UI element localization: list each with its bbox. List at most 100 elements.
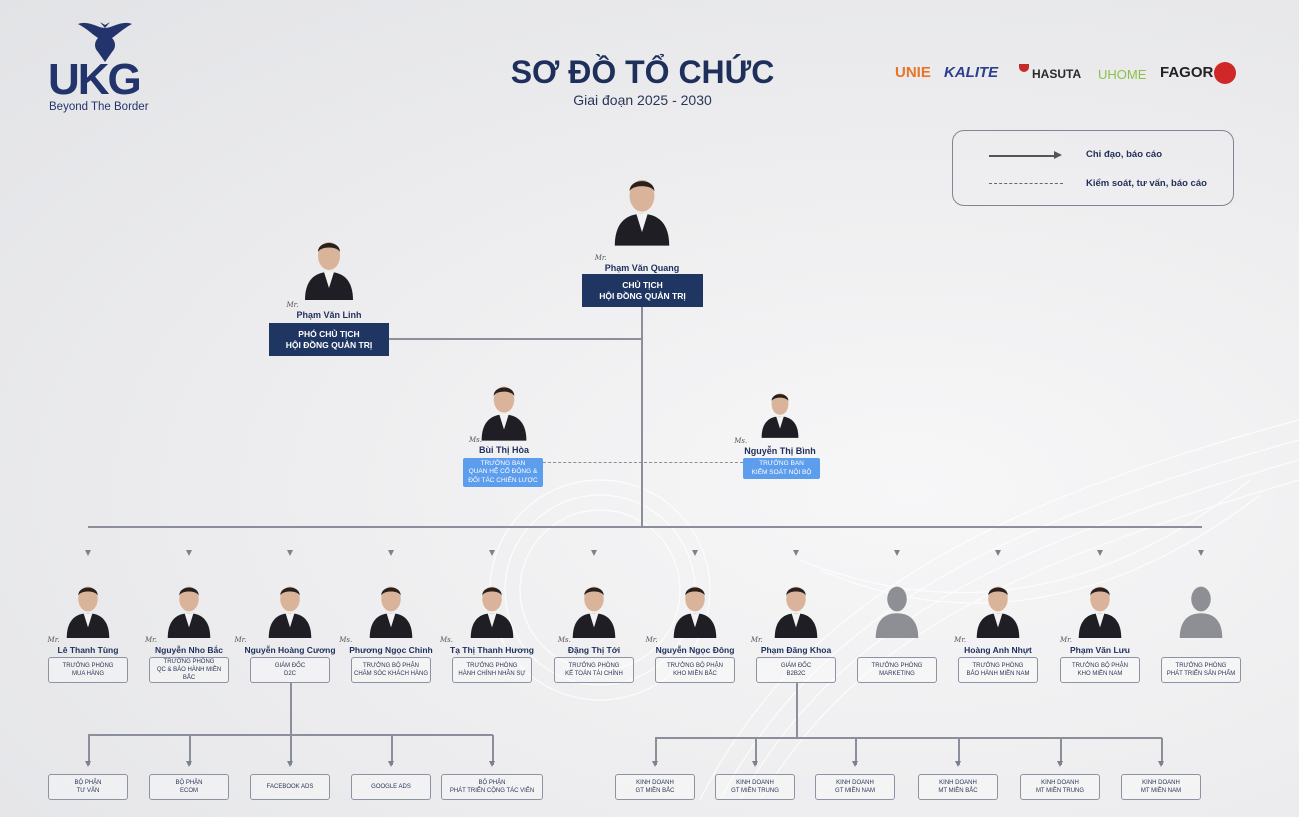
manager-honorific: Mr. xyxy=(47,636,60,644)
unit-connector xyxy=(1060,738,1062,765)
manager-photo xyxy=(1179,586,1223,638)
manager-honorific: Ms. xyxy=(339,636,353,644)
chairman-honorific: Mr. xyxy=(594,254,607,262)
unit-connector xyxy=(492,735,494,765)
manager-honorific: Mr. xyxy=(1060,636,1072,644)
unit-connector xyxy=(855,738,857,765)
d2c-connector xyxy=(290,682,292,735)
advisory-dashed-line xyxy=(543,462,743,463)
fagor-mark-icon xyxy=(1214,62,1236,84)
hasuta-mark-icon xyxy=(1019,64,1029,72)
manager-role-box: GIÁM ĐỐC D2C xyxy=(250,657,330,683)
d2c-unit-box: BỘ PHẬN PHÁT TRIỂN CỘNG TÁC VIÊN xyxy=(441,774,543,800)
arrow-down-icon xyxy=(489,550,495,556)
manager-photo xyxy=(1078,586,1122,638)
manager-photo xyxy=(572,586,616,638)
d2c-unit-box: BỘ PHẬN ECOM xyxy=(149,774,229,800)
arrow-down-icon xyxy=(692,550,698,556)
brand-logo-hasuta: HASUTA xyxy=(1032,67,1082,81)
arrow-down-icon xyxy=(955,761,961,767)
solid-arrow-line-icon xyxy=(989,155,1055,157)
manager-role-box: TRƯỞNG BỘ PHẬN KHO MIỀN NAM xyxy=(1060,657,1140,683)
arrowhead-icon xyxy=(1054,151,1062,159)
advisor-internal-control-role-box: TRƯỞNG BAN KIỂM SOÁT NỘI BỘ xyxy=(743,458,820,479)
b2b2c-unit-box: KINH DOANH MT MIỀN TRUNG xyxy=(1020,774,1100,800)
unit-connector xyxy=(958,738,960,765)
arrow-down-icon xyxy=(1158,761,1164,767)
manager-role-box: TRƯỞNG PHÒNG MUA HÀNG xyxy=(48,657,128,683)
arrow-down-icon xyxy=(1057,761,1063,767)
eagle-logo-icon xyxy=(78,22,132,62)
manager-role-box: GIÁM ĐỐC B2B2C xyxy=(756,657,836,683)
d2c-unit-box: GOOGLE ADS xyxy=(351,774,431,800)
unit-connector xyxy=(189,735,191,765)
unit-connector xyxy=(655,738,657,765)
chairman-photo xyxy=(614,179,670,246)
vice-chairman-role-box: PHÓ CHỦ TỊCH HỘI ĐỒNG QUẢN TRỊ xyxy=(269,323,389,356)
brand-logo-uhome: UHOME xyxy=(1098,67,1147,82)
arrow-down-icon xyxy=(852,761,858,767)
arrow-down-icon xyxy=(388,550,394,556)
legend-dashed-label: Kiểm soát, tư vấn, báo cáo xyxy=(1086,178,1207,189)
arrow-down-icon xyxy=(591,550,597,556)
manager-photo xyxy=(673,586,717,638)
manager-honorific: Mr. xyxy=(234,636,247,644)
legend: Chỉ đạo, báo cáo Kiểm soát, tư vấn, báo … xyxy=(952,130,1234,206)
arrow-down-icon xyxy=(186,761,192,767)
page-title: SƠ ĐỒ TỔ CHỨC xyxy=(510,54,775,90)
advisor2-photo xyxy=(761,393,799,438)
unit-connector xyxy=(391,735,393,765)
unit-connector xyxy=(755,738,757,765)
arrow-down-icon xyxy=(287,761,293,767)
arrow-down-icon xyxy=(85,761,91,767)
vice-photo xyxy=(305,242,353,300)
manager-photo xyxy=(470,586,514,638)
vice-chairman-connector xyxy=(389,338,642,340)
d2c-unit-box: BỘ PHẬN TƯ VẤN xyxy=(48,774,128,800)
arrow-down-icon xyxy=(489,761,495,767)
manager-honorific: Mr. xyxy=(750,636,763,644)
advisor1-honorific: Ms. xyxy=(469,436,482,444)
arrow-down-icon xyxy=(995,550,1001,556)
b2b2c-unit-box: KINH DOANH GT MIỀN TRUNG xyxy=(715,774,795,800)
advisor-shareholder-role-box: TRƯỞNG BAN QUAN HỆ CỔ ĐÔNG & ĐỐI TÁC CHI… xyxy=(463,458,543,487)
unit-connector xyxy=(290,735,292,765)
manager-photo xyxy=(66,586,110,638)
d2c-unit-box: FACEBOOK ADS xyxy=(250,774,330,800)
unit-connector xyxy=(1161,738,1163,765)
manager-honorific: Mr. xyxy=(144,636,157,644)
manager-photo xyxy=(976,586,1020,638)
chairman-role-box: CHỦ TỊCH HỘI ĐỒNG QUẢN TRỊ xyxy=(582,274,703,307)
brand-logo-fagor: FAGOR xyxy=(1160,64,1214,81)
advisor2-honorific: Ms. xyxy=(734,437,748,445)
b2b2c-unit-box: KINH DOANH GT MIỀN NAM xyxy=(815,774,895,800)
manager-role-box: TRƯỞNG BỘ PHẬN KHO MIỀN BẮC xyxy=(655,657,735,683)
advisor1-photo xyxy=(481,386,527,441)
arrow-down-icon xyxy=(652,761,658,767)
manager-role-box: TRƯỞNG PHÒNG BẢO HÀNH MIỀN NAM xyxy=(958,657,1038,683)
manager-photo xyxy=(875,586,919,638)
manager-photo xyxy=(774,586,818,638)
manager-role-box: TRƯỞNG PHÒNG QC & BẢO HÀNH MIỀN BẮC xyxy=(149,657,229,683)
b2b2c-bus-line xyxy=(655,737,1162,739)
manager-role-box: TRƯỞNG BỘ PHẬN CHĂM SÓC KHÁCH HÀNG xyxy=(351,657,431,683)
d2c-bus-line xyxy=(88,734,493,736)
arrow-down-icon xyxy=(186,550,192,556)
b2b2c-unit-box: KINH DOANH GT MIỀN BẮC xyxy=(615,774,695,800)
arrow-down-icon xyxy=(793,550,799,556)
dashed-line-icon xyxy=(989,183,1063,184)
arrow-down-icon xyxy=(1198,550,1204,556)
manager-role-box: TRƯỞNG PHÒNG HÀNH CHÍNH NHÂN SỰ xyxy=(452,657,532,683)
arrow-down-icon xyxy=(388,761,394,767)
